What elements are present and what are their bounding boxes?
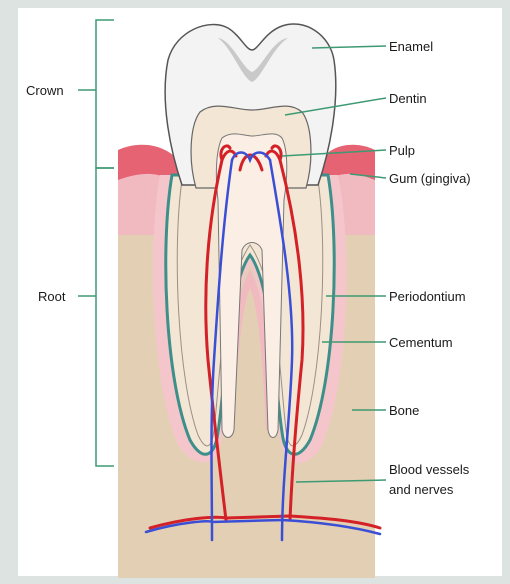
label-cementum: Cementum	[389, 335, 453, 350]
label-periodontium: Periodontium	[389, 289, 466, 304]
label-crown: Crown	[26, 83, 64, 98]
label-root: Root	[38, 289, 66, 304]
label-blood-vessels-line2: and nerves	[389, 482, 454, 497]
label-blood-vessels-line1: Blood vessels	[389, 462, 470, 477]
label-bone: Bone	[389, 403, 419, 418]
label-pulp: Pulp	[389, 143, 415, 158]
label-gum: Gum (gingiva)	[389, 171, 471, 186]
label-dentin: Dentin	[389, 91, 427, 106]
label-enamel: Enamel	[389, 39, 433, 54]
